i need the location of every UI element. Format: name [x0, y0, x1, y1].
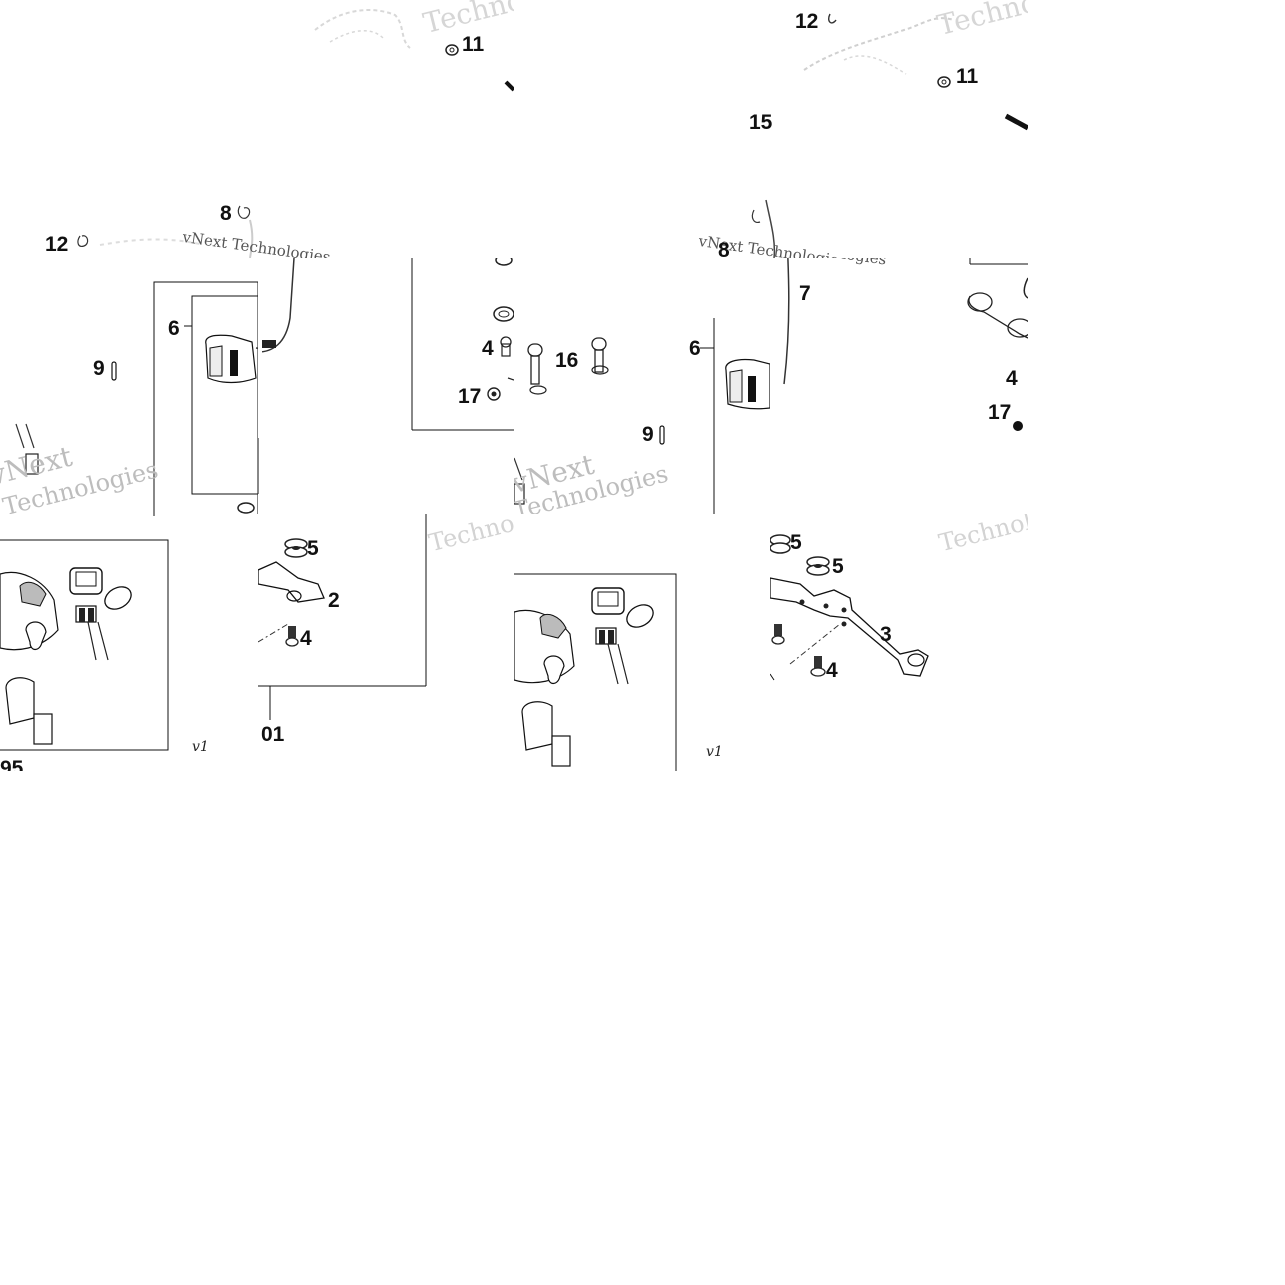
- callout-label: 8: [220, 202, 232, 225]
- diagram-tile-f-art: [783, 258, 1028, 431]
- diagram-tile-f: vNext Technologies 7 4 17: [770, 258, 1028, 514]
- callout-label: 8: [718, 239, 730, 258]
- callout-label: 7: [799, 282, 811, 305]
- diagram-tile-a: Technologies vNext Technologies 11 12 8: [0, 0, 514, 258]
- diagram-tile-e-art: [514, 318, 770, 514]
- diagram-tile-h: Technologies 5 2 4 01: [258, 514, 514, 771]
- callout-label: 6: [689, 337, 701, 360]
- callout-label: 5: [307, 537, 319, 560]
- callout-label: 6: [168, 317, 180, 340]
- diagram-tile-b: Technologies vNext Technologies 12 11 15…: [514, 0, 1028, 258]
- version-tag: v1: [192, 739, 209, 755]
- diagram-tile-j-art: [770, 534, 929, 681]
- diagram-tile-i-art: [514, 573, 677, 771]
- callout-label: 9: [93, 357, 105, 380]
- callout-label: 3: [880, 623, 892, 646]
- diagram-tile-j: Technologies 5 5 3 4: [770, 514, 1028, 771]
- callout-label: 4: [826, 659, 838, 682]
- diagram-tile-c: vNext Technologies 6 9: [0, 258, 258, 514]
- callout-label: 5: [790, 531, 802, 554]
- diagram-tile-b-art: [751, 13, 1028, 258]
- callout-label: 5: [832, 555, 844, 578]
- callout-label: 4: [482, 337, 494, 360]
- diagram-tile-c-art: [15, 281, 258, 514]
- callout-label: 95: [0, 757, 24, 771]
- diagram-tile-d: 4 17: [258, 258, 514, 514]
- diagram-tile-g-art: [0, 514, 169, 751]
- callout-label: 12: [795, 10, 819, 33]
- callout-label: 4: [300, 627, 312, 650]
- callout-label: 15: [749, 111, 773, 134]
- diagram-tile-e: vNext Technologies vNext Technologies 16…: [514, 258, 770, 514]
- diagram-tile-i: v1: [514, 514, 770, 771]
- diagram-tile-g: v1 95: [0, 514, 258, 771]
- callout-label: 2: [328, 589, 340, 612]
- callout-label: 12: [45, 233, 69, 256]
- callout-label: 17: [458, 385, 482, 408]
- callout-label: 11: [462, 33, 485, 56]
- diagram-tile-d-art: [258, 258, 514, 514]
- callout-label: 01: [261, 723, 285, 746]
- callout-label: 4: [1006, 367, 1018, 390]
- callout-label: 16: [555, 349, 579, 372]
- callout-label: 9: [642, 423, 654, 446]
- callout-label: 11: [956, 65, 979, 88]
- callout-label: 17: [988, 401, 1012, 424]
- version-tag: v1: [706, 744, 723, 760]
- diagram-tile-a-art: [77, 9, 514, 258]
- diagram-tile-h-art: [258, 514, 427, 720]
